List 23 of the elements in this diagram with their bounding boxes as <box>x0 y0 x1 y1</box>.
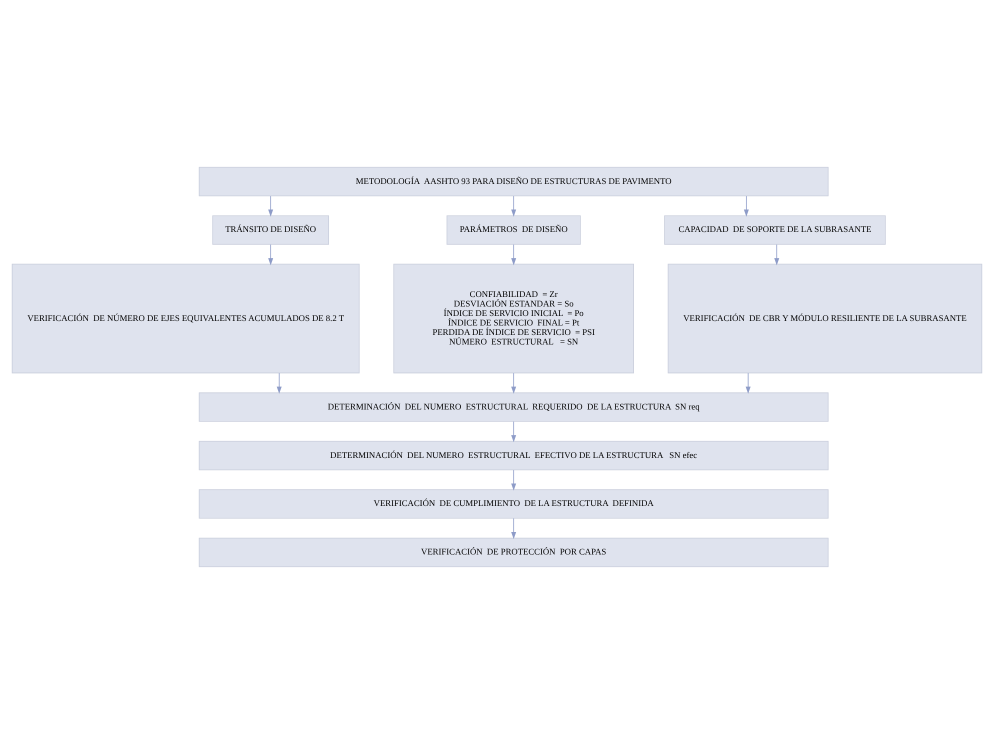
arrow <box>510 196 516 217</box>
node-box: METODOLOGÍA AASHTO 93 PARA DISEÑO DE ESTRUCTURAS DE PAVIMENTO <box>198 166 828 196</box>
arrow <box>510 421 516 442</box>
arrow <box>268 244 273 266</box>
arrow <box>268 196 273 217</box>
node-box: VERIFICACIÓN DE CUMPLIMIENTO DE LA ESTRUCTURA DEFINIDA <box>198 489 828 519</box>
node-box: DETERMINACIÓN DEL NUMERO ESTRUCTURAL EFECTIVO DE LA ESTRUCTURA SN efec <box>198 440 828 470</box>
node-box: VERIFICACIÓN DE NÚMERO DE EJES EQUIVALENTES ACUMULADOS DE 8.2 T <box>11 264 360 374</box>
arrow <box>743 196 748 217</box>
node-box: TRÁNSITO DE DISEÑO <box>212 215 329 245</box>
arrow <box>510 518 516 540</box>
node-box: PARÁMETROS DE DISEÑO <box>446 215 580 245</box>
arrow <box>510 470 516 491</box>
arrow <box>510 244 516 266</box>
arrow <box>745 372 750 394</box>
arrow <box>276 372 282 394</box>
arrow <box>510 372 516 394</box>
arrow <box>774 244 779 266</box>
node-box: DETERMINACIÓN DEL NUMERO ESTRUCTURAL REQUERIDO DE LA ESTRUCTURA SN req <box>198 392 828 422</box>
node-box: VERIFICACIÓN DE PROTECCIÓN POR CAPAS <box>198 538 828 568</box>
node-box: CAPACIDAD DE SOPORTE DE LA SUBRASANTE <box>664 215 886 245</box>
node-box: CONFIABILIDAD = Zr DESVIACIÓN ESTANDAR = So ÍNDICE DE SERVICIO INICIAL = Po ÍNDICE DE SERVICIO FINAL = Pt PERDIDA DE ÍNDICE DE SERVICIO = PSI NÚMERO ESTRUCTURAL = SN <box>392 264 634 374</box>
node-box: VERIFICACIÓN DE CBR Y MÓDULO RESILIENTE DE LA SUBRASANTE <box>667 264 982 374</box>
